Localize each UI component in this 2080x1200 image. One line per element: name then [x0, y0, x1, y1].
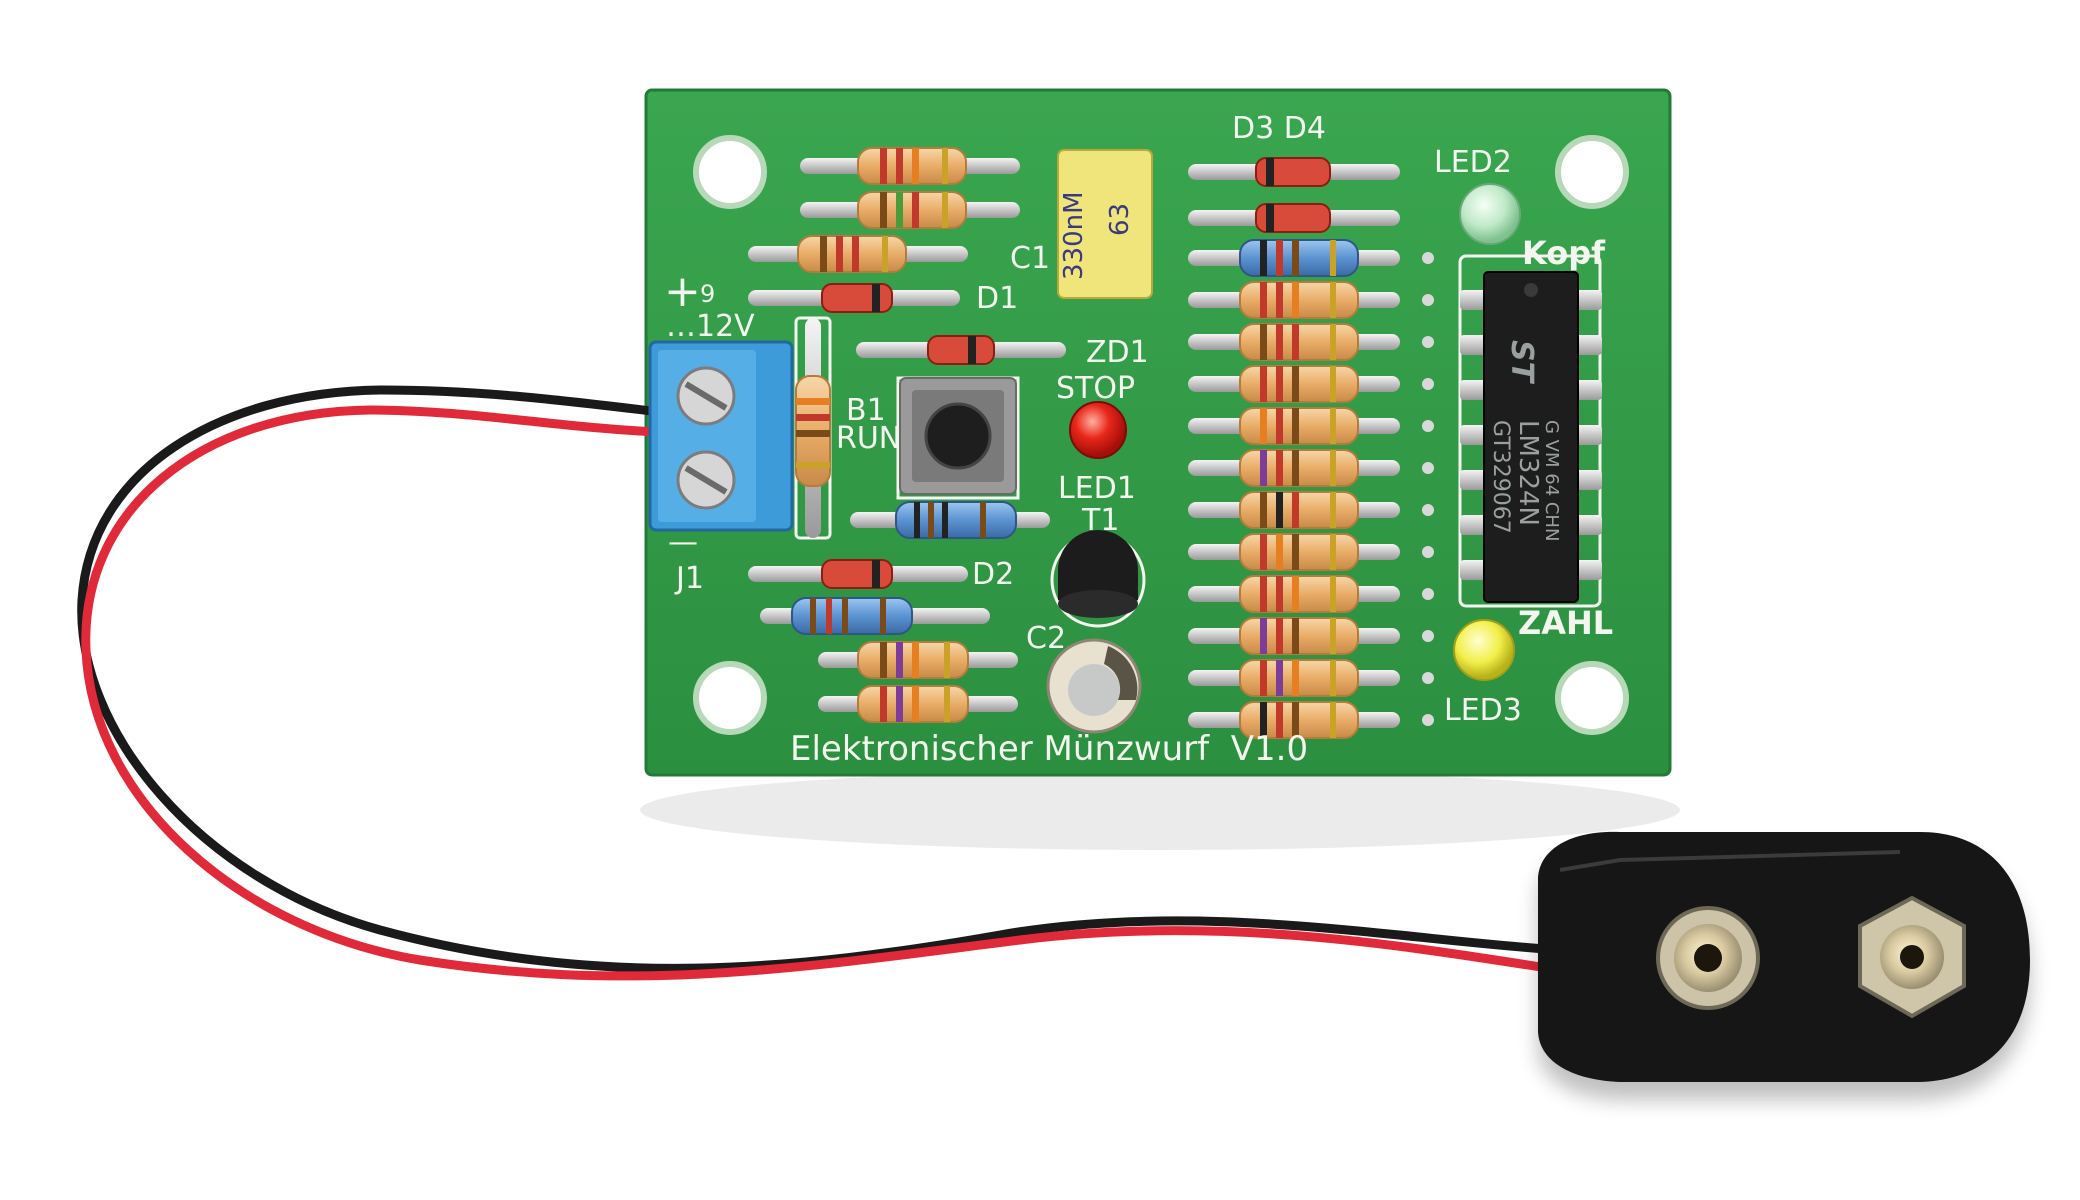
- capacitor-c2: [1046, 638, 1142, 734]
- label-b1: B1: [846, 393, 886, 428]
- c1-marking-2: 63: [1105, 203, 1135, 236]
- capacitor-c1: 330nM 63: [1057, 149, 1153, 299]
- mounting-hole-bottom-left: [693, 661, 767, 735]
- ic-marking-2: GT329067: [1488, 420, 1513, 534]
- mounting-hole-top-right: [1555, 135, 1629, 209]
- led3-yellow: [1453, 619, 1515, 681]
- transistor-t1: [1050, 530, 1146, 628]
- label-j1: J1: [674, 561, 704, 596]
- led1-red: [1069, 401, 1127, 459]
- label-nine: 9: [700, 280, 715, 308]
- label-c1: C1: [1010, 241, 1050, 276]
- label-zd1: ZD1: [1086, 335, 1149, 370]
- terminal-block-j1: [648, 340, 794, 532]
- ic-marking-3: G VM 64 CHN: [1541, 420, 1562, 541]
- label-voltage: …12V: [666, 309, 755, 344]
- battery-clip-icon: [1538, 831, 2030, 1082]
- board-shadow: [640, 770, 1680, 850]
- label-minus: —: [668, 525, 698, 560]
- label-kopf: Kopf: [1522, 234, 1606, 272]
- push-button-b1: [899, 377, 1017, 495]
- label-d3-d4: D3 D4: [1232, 111, 1326, 146]
- label-stop: STOP: [1056, 371, 1135, 406]
- ic-logo: ST: [1504, 340, 1539, 385]
- diodes-d3-d4: [1188, 157, 1400, 233]
- silkscreen-labels: D3 D4 LED2 Kopf C1 D1 ZD1 STOP B1 RUN LE…: [664, 111, 1613, 769]
- led2-green: [1459, 183, 1521, 245]
- label-led2: LED2: [1434, 145, 1512, 180]
- label-d2: D2: [972, 557, 1014, 592]
- left-components: [748, 147, 1066, 723]
- label-led3: LED3: [1444, 693, 1522, 728]
- label-plus: +: [664, 266, 701, 317]
- battery-cable: [77, 385, 1565, 981]
- label-led1: LED1: [1058, 471, 1136, 506]
- resistor-array: [1188, 239, 1434, 739]
- c1-marking-1: 330nM: [1059, 191, 1089, 280]
- ic-lm324n: LM324N GT329067 G VM 64 CHN ST: [1460, 271, 1602, 603]
- mounting-hole-bottom-right: [1555, 661, 1629, 735]
- label-run: RUN: [836, 421, 901, 456]
- label-c2: C2: [1026, 621, 1066, 656]
- label-d1: D1: [976, 281, 1018, 316]
- ic-marking-1: LM324N: [1513, 420, 1543, 526]
- board-title: Elektronischer Münzwurf V1.0: [790, 729, 1308, 769]
- mounting-hole-top-left: [693, 135, 767, 209]
- label-zahl: ZAHL: [1518, 604, 1613, 642]
- label-t1: T1: [1081, 503, 1119, 538]
